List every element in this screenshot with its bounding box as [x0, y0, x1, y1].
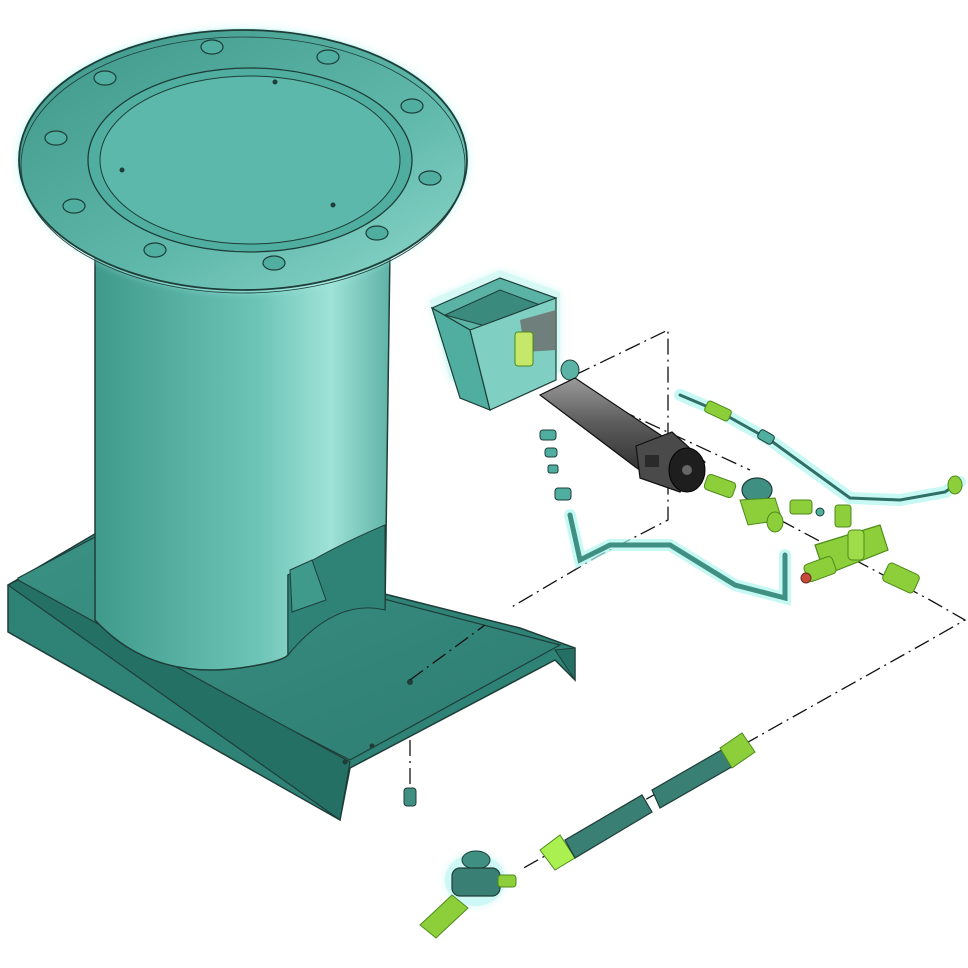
pilot-tube: [674, 389, 966, 507]
flange-bolts: [44, 39, 442, 271]
tank-flange: [17, 28, 469, 294]
regulator: [419, 850, 517, 939]
gas-valve: [703, 473, 852, 533]
hose: [539, 732, 756, 871]
assembly-lines: [409, 328, 967, 871]
fuel-line: [564, 509, 791, 606]
pilot-fittings: [539, 429, 572, 501]
tee-fitting: [800, 524, 920, 594]
screw: [403, 787, 417, 807]
pilot-assembly: [514, 331, 534, 367]
burner-tube: [538, 377, 706, 493]
burner-box: [430, 270, 580, 411]
tank-cylinder: [94, 249, 391, 671]
base-hole: [407, 679, 413, 685]
